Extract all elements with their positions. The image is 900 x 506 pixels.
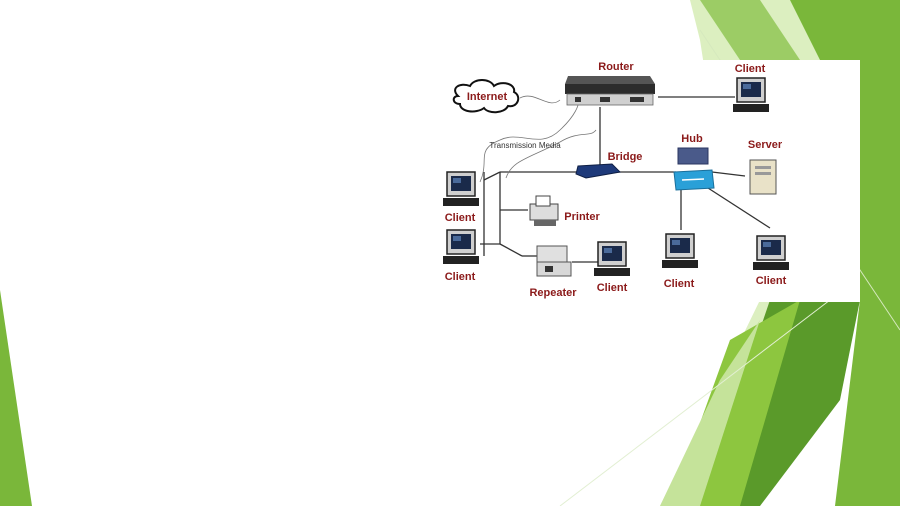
green-shape-right-edge bbox=[790, 0, 900, 506]
green-shape-left-edge bbox=[0, 290, 32, 506]
server-icon bbox=[749, 159, 777, 195]
router-icon bbox=[565, 76, 655, 84]
line-hub-server bbox=[711, 171, 746, 177]
repeater-label: Repeater bbox=[529, 287, 577, 299]
green-shape-dark bbox=[700, 0, 800, 60]
line-to-repeater bbox=[499, 243, 523, 257]
router-label: Router bbox=[598, 61, 634, 73]
connection-lines bbox=[480, 96, 771, 263]
printer-base bbox=[534, 220, 556, 226]
cloud-icon bbox=[452, 79, 520, 114]
wavy-line-2 bbox=[479, 99, 579, 183]
client-left-2: Client bbox=[442, 229, 480, 283]
hub-label: Hub bbox=[681, 133, 703, 145]
repeater-icon bbox=[536, 245, 568, 263]
bridge: Bridge bbox=[575, 151, 643, 179]
green-shape-lower-light bbox=[660, 320, 760, 506]
computer-icon bbox=[661, 233, 699, 269]
server-label: Server bbox=[748, 139, 783, 151]
client-label: Client bbox=[445, 212, 476, 224]
server-slot-2 bbox=[755, 172, 771, 175]
line-hub-client-2 bbox=[707, 187, 771, 229]
computer-icon bbox=[442, 229, 480, 265]
client-label: Client bbox=[756, 275, 787, 287]
router: Router bbox=[565, 61, 655, 106]
router-port-2 bbox=[600, 97, 610, 102]
router-body bbox=[565, 84, 655, 94]
internet-cloud: Internet bbox=[452, 79, 520, 114]
client-label: Client bbox=[445, 271, 476, 283]
line-backbone-stub bbox=[483, 171, 501, 181]
wavy-line-1 bbox=[519, 95, 561, 104]
client-label: Client bbox=[597, 282, 628, 294]
client-hub-2: Client bbox=[752, 235, 790, 287]
server: Server bbox=[748, 139, 783, 195]
wavy-line-3 bbox=[505, 129, 597, 179]
printer-paper bbox=[535, 195, 551, 207]
router-port-3 bbox=[630, 97, 644, 102]
deco-line-2 bbox=[559, 299, 831, 506]
transmission-media-label: Transmission Media bbox=[489, 141, 561, 150]
hub: Hub bbox=[673, 133, 715, 191]
internet-label: Internet bbox=[467, 91, 508, 103]
computer-icon bbox=[593, 241, 631, 277]
repeater-port bbox=[545, 266, 553, 272]
bridge-label: Bridge bbox=[608, 151, 643, 163]
computer-icon bbox=[732, 77, 770, 113]
client-label: Client bbox=[735, 63, 766, 75]
client-repeater: Client bbox=[593, 241, 631, 294]
hub-top-icon bbox=[677, 147, 709, 165]
transmission-media-lines bbox=[479, 95, 597, 183]
client-top-right: Client bbox=[732, 63, 770, 113]
router-port-1 bbox=[575, 97, 581, 102]
repeater-lower bbox=[536, 261, 572, 277]
repeater: Repeater bbox=[529, 245, 577, 299]
computer-icon bbox=[442, 171, 480, 207]
bridge-icon bbox=[575, 163, 622, 179]
server-slot-1 bbox=[755, 166, 771, 169]
printer-label: Printer bbox=[564, 211, 600, 223]
client-hub-1: Client bbox=[661, 233, 699, 290]
computer-icon bbox=[752, 235, 790, 271]
client-label: Client bbox=[664, 278, 695, 290]
printer: Printer bbox=[529, 195, 600, 226]
hub-arrow bbox=[681, 178, 705, 181]
client-left-1: Client bbox=[442, 171, 480, 224]
